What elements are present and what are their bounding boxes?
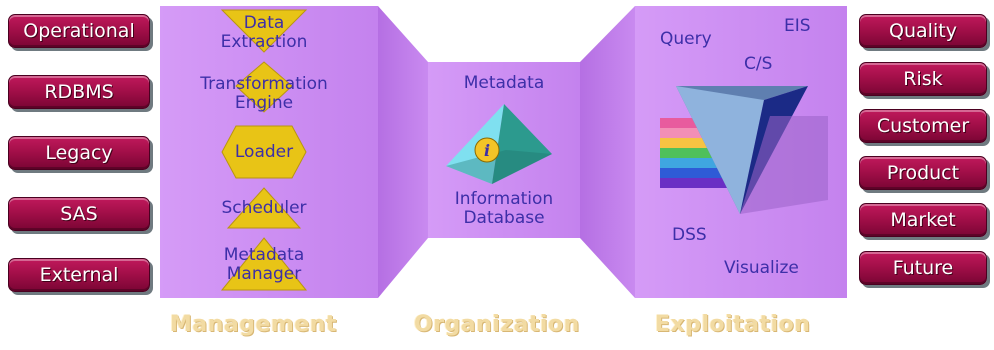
info-icon: i bbox=[474, 137, 500, 163]
connector-left bbox=[378, 6, 428, 298]
target-quality-button[interactable]: Quality bbox=[859, 14, 987, 48]
query-label: Query bbox=[660, 29, 712, 49]
target-market-button[interactable]: Market bbox=[859, 203, 987, 237]
loader-label: Loader bbox=[234, 142, 294, 162]
target-customer-button[interactable]: Customer bbox=[859, 109, 987, 143]
eis-label: EIS bbox=[784, 16, 811, 36]
striped-bars-icon bbox=[660, 118, 732, 188]
metadata-manager-label: Metadata Manager bbox=[223, 245, 305, 284]
transformation-engine-label: Transformation Engine bbox=[200, 74, 328, 113]
source-external-button[interactable]: External bbox=[8, 258, 150, 292]
source-legacy-button[interactable]: Legacy bbox=[8, 136, 150, 170]
dss-label: DSS bbox=[672, 225, 707, 245]
information-database-label: Information Database bbox=[454, 189, 554, 228]
cs-label: C/S bbox=[744, 54, 773, 74]
pyramid-icon bbox=[446, 104, 552, 184]
scheduler-label: Scheduler bbox=[221, 198, 307, 218]
source-operational-button[interactable]: Operational bbox=[8, 14, 150, 48]
organization-section-title: Organization bbox=[414, 312, 580, 337]
target-risk-button[interactable]: Risk bbox=[859, 62, 987, 96]
target-future-button[interactable]: Future bbox=[859, 251, 987, 285]
source-rdbms-button[interactable]: RDBMS bbox=[8, 75, 150, 109]
data-extraction-label: Data Extraction bbox=[220, 13, 308, 52]
svg-text:i: i bbox=[484, 141, 490, 160]
target-product-button[interactable]: Product bbox=[859, 156, 987, 190]
prism-icon bbox=[676, 86, 828, 214]
transformation-diamond bbox=[235, 61, 293, 113]
metadata-manager-triangle bbox=[220, 237, 308, 291]
visualize-label: Visualize bbox=[724, 258, 799, 278]
connector-right bbox=[580, 6, 635, 298]
data-extraction-triangle bbox=[220, 9, 308, 53]
source-sas-button[interactable]: SAS bbox=[8, 197, 150, 231]
loader-hexagon bbox=[221, 125, 307, 179]
metadata-label: Metadata bbox=[463, 73, 545, 93]
exploitation-section-title: Exploitation bbox=[655, 312, 811, 337]
management-section-title: Management bbox=[170, 312, 337, 337]
scheduler-triangle bbox=[226, 187, 302, 229]
